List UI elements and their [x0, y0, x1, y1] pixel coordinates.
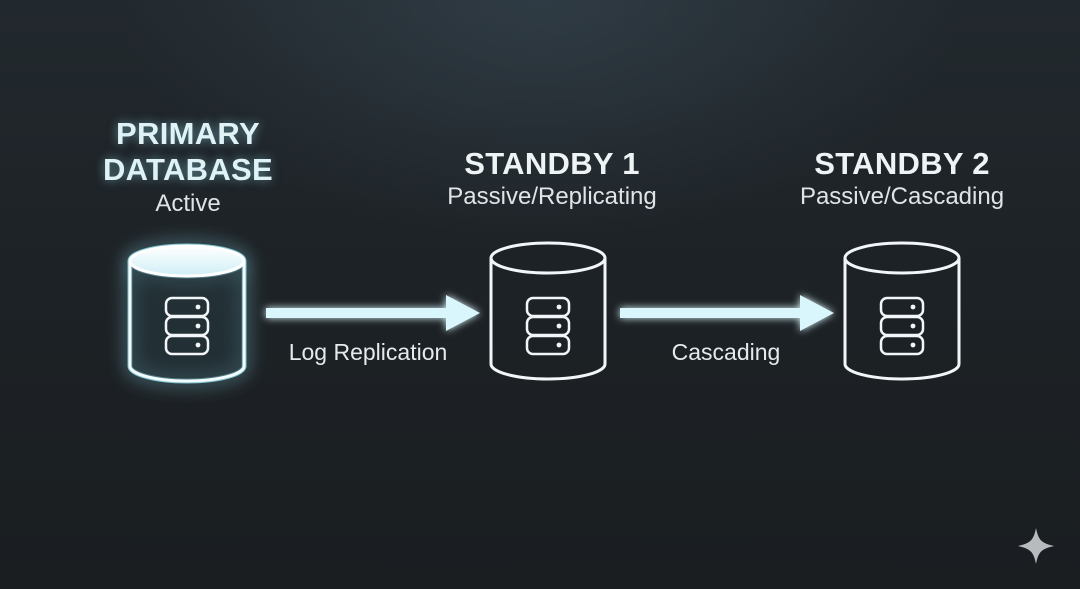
- database-icon: [164, 296, 210, 356]
- arrow-cascading: [620, 295, 834, 331]
- arrow-log-replication: [266, 295, 480, 331]
- standby-2-status: Passive/Cascading: [799, 183, 1005, 210]
- primary-cylinder-top: [128, 244, 246, 278]
- standby-1-status: Passive/Replicating: [447, 183, 657, 210]
- database-icon: [525, 296, 571, 356]
- database-icon: [879, 296, 925, 356]
- primary-database-node: [127, 243, 247, 384]
- primary-db-status: Active: [155, 190, 221, 217]
- standby-1-node: [489, 241, 607, 381]
- edge-label-log-replication: Log Replication: [288, 339, 448, 365]
- standby-1-title: STANDBY 1: [464, 146, 640, 181]
- standby-2-title: STANDBY 2: [814, 146, 990, 181]
- standby-2-node: [843, 241, 961, 381]
- sparkle-icon: [1018, 528, 1054, 564]
- edge-label-cascading: Cascading: [671, 339, 781, 365]
- primary-db-title: PRIMARY DATABASE: [102, 116, 274, 187]
